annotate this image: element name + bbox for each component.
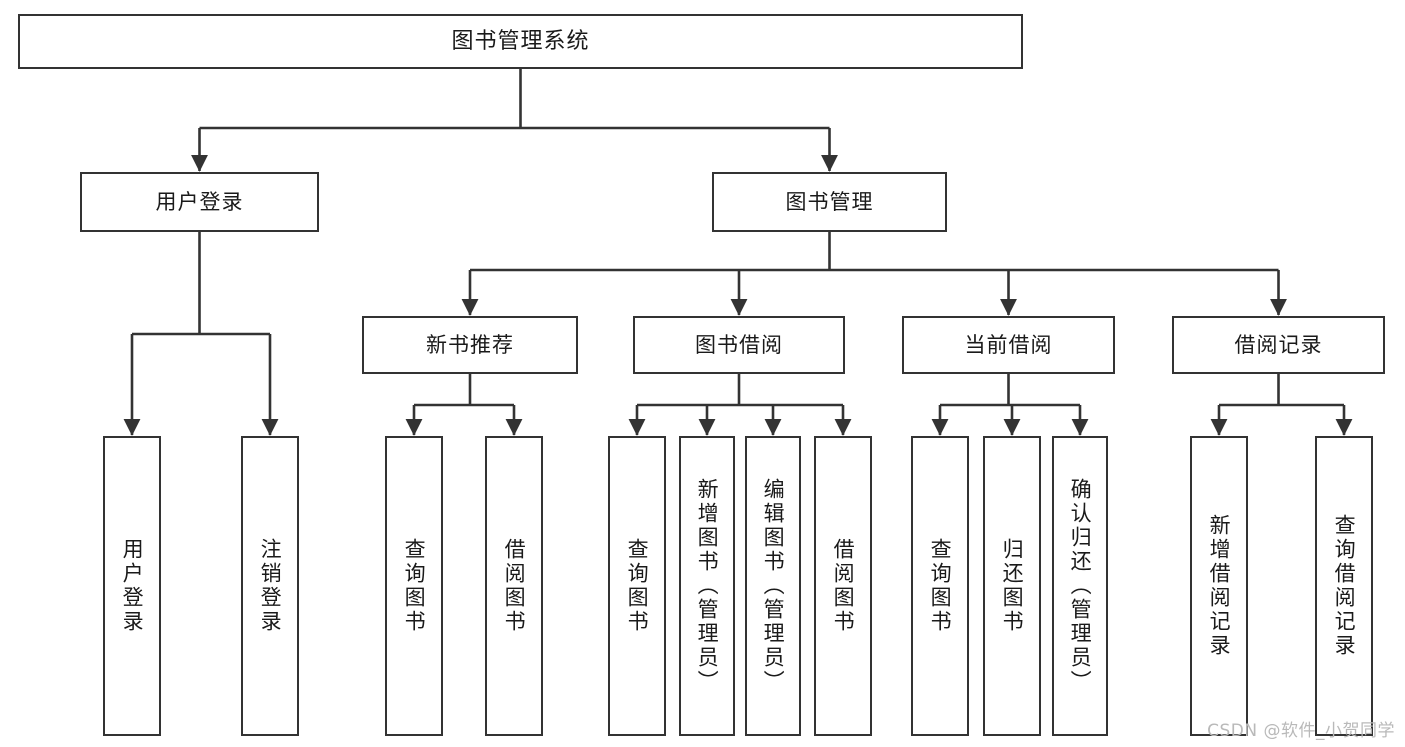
leaf-borrow-book-1-label: 借阅图书 bbox=[502, 538, 527, 634]
leaf-confirm-return[interactable]: 确认归还（管理员） bbox=[1052, 436, 1108, 736]
node-root-label: 图书管理系统 bbox=[451, 28, 590, 54]
leaf-edit-book[interactable]: 编辑图书（管理员） bbox=[745, 436, 801, 736]
leaf-query-book-1[interactable]: 查询图书 bbox=[385, 436, 443, 736]
leaf-user-login[interactable]: 用户登录 bbox=[103, 436, 161, 736]
watermark-text: CSDN @软件_小贺同学 bbox=[1207, 721, 1395, 741]
leaf-logout[interactable]: 注销登录 bbox=[241, 436, 299, 736]
node-new-book-recommend[interactable]: 新书推荐 bbox=[362, 316, 578, 374]
node-user-login[interactable]: 用户登录 bbox=[80, 172, 319, 232]
leaf-query-book-3-label: 查询图书 bbox=[928, 538, 953, 634]
leaf-query-borrow-record[interactable]: 查询借阅记录 bbox=[1315, 436, 1373, 736]
leaf-query-borrow-record-label: 查询借阅记录 bbox=[1332, 514, 1357, 658]
leaf-query-book-2[interactable]: 查询图书 bbox=[608, 436, 666, 736]
node-book-borrow-label: 图书借阅 bbox=[695, 332, 783, 357]
leaf-confirm-return-label: 确认归还（管理员） bbox=[1068, 478, 1093, 694]
node-book-management[interactable]: 图书管理 bbox=[712, 172, 947, 232]
leaf-edit-book-label: 编辑图书（管理员） bbox=[761, 478, 786, 694]
leaf-query-book-3[interactable]: 查询图书 bbox=[911, 436, 969, 736]
node-root[interactable]: 图书管理系统 bbox=[18, 14, 1023, 69]
leaf-return-book-label: 归还图书 bbox=[1000, 538, 1025, 634]
leaf-borrow-book-1[interactable]: 借阅图书 bbox=[485, 436, 543, 736]
node-borrow-record[interactable]: 借阅记录 bbox=[1172, 316, 1385, 374]
leaf-borrow-book-2[interactable]: 借阅图书 bbox=[814, 436, 872, 736]
leaf-add-book-label: 新增图书（管理员） bbox=[695, 478, 720, 694]
leaf-query-book-2-label: 查询图书 bbox=[625, 538, 650, 634]
leaf-query-book-1-label: 查询图书 bbox=[402, 538, 427, 634]
leaf-logout-label: 注销登录 bbox=[258, 538, 283, 634]
leaf-return-book[interactable]: 归还图书 bbox=[983, 436, 1041, 736]
leaf-borrow-book-2-label: 借阅图书 bbox=[831, 538, 856, 634]
node-new-book-recommend-label: 新书推荐 bbox=[426, 332, 514, 357]
node-current-borrow[interactable]: 当前借阅 bbox=[902, 316, 1115, 374]
leaf-add-book[interactable]: 新增图书（管理员） bbox=[679, 436, 735, 736]
node-user-login-label: 用户登录 bbox=[155, 189, 244, 214]
leaf-user-login-label: 用户登录 bbox=[120, 538, 145, 634]
node-book-borrow[interactable]: 图书借阅 bbox=[633, 316, 845, 374]
node-book-management-label: 图书管理 bbox=[785, 189, 874, 214]
leaf-add-borrow-record[interactable]: 新增借阅记录 bbox=[1190, 436, 1248, 736]
leaf-add-borrow-record-label: 新增借阅记录 bbox=[1207, 514, 1232, 658]
node-current-borrow-label: 当前借阅 bbox=[964, 332, 1053, 357]
node-borrow-record-label: 借阅记录 bbox=[1234, 332, 1323, 357]
